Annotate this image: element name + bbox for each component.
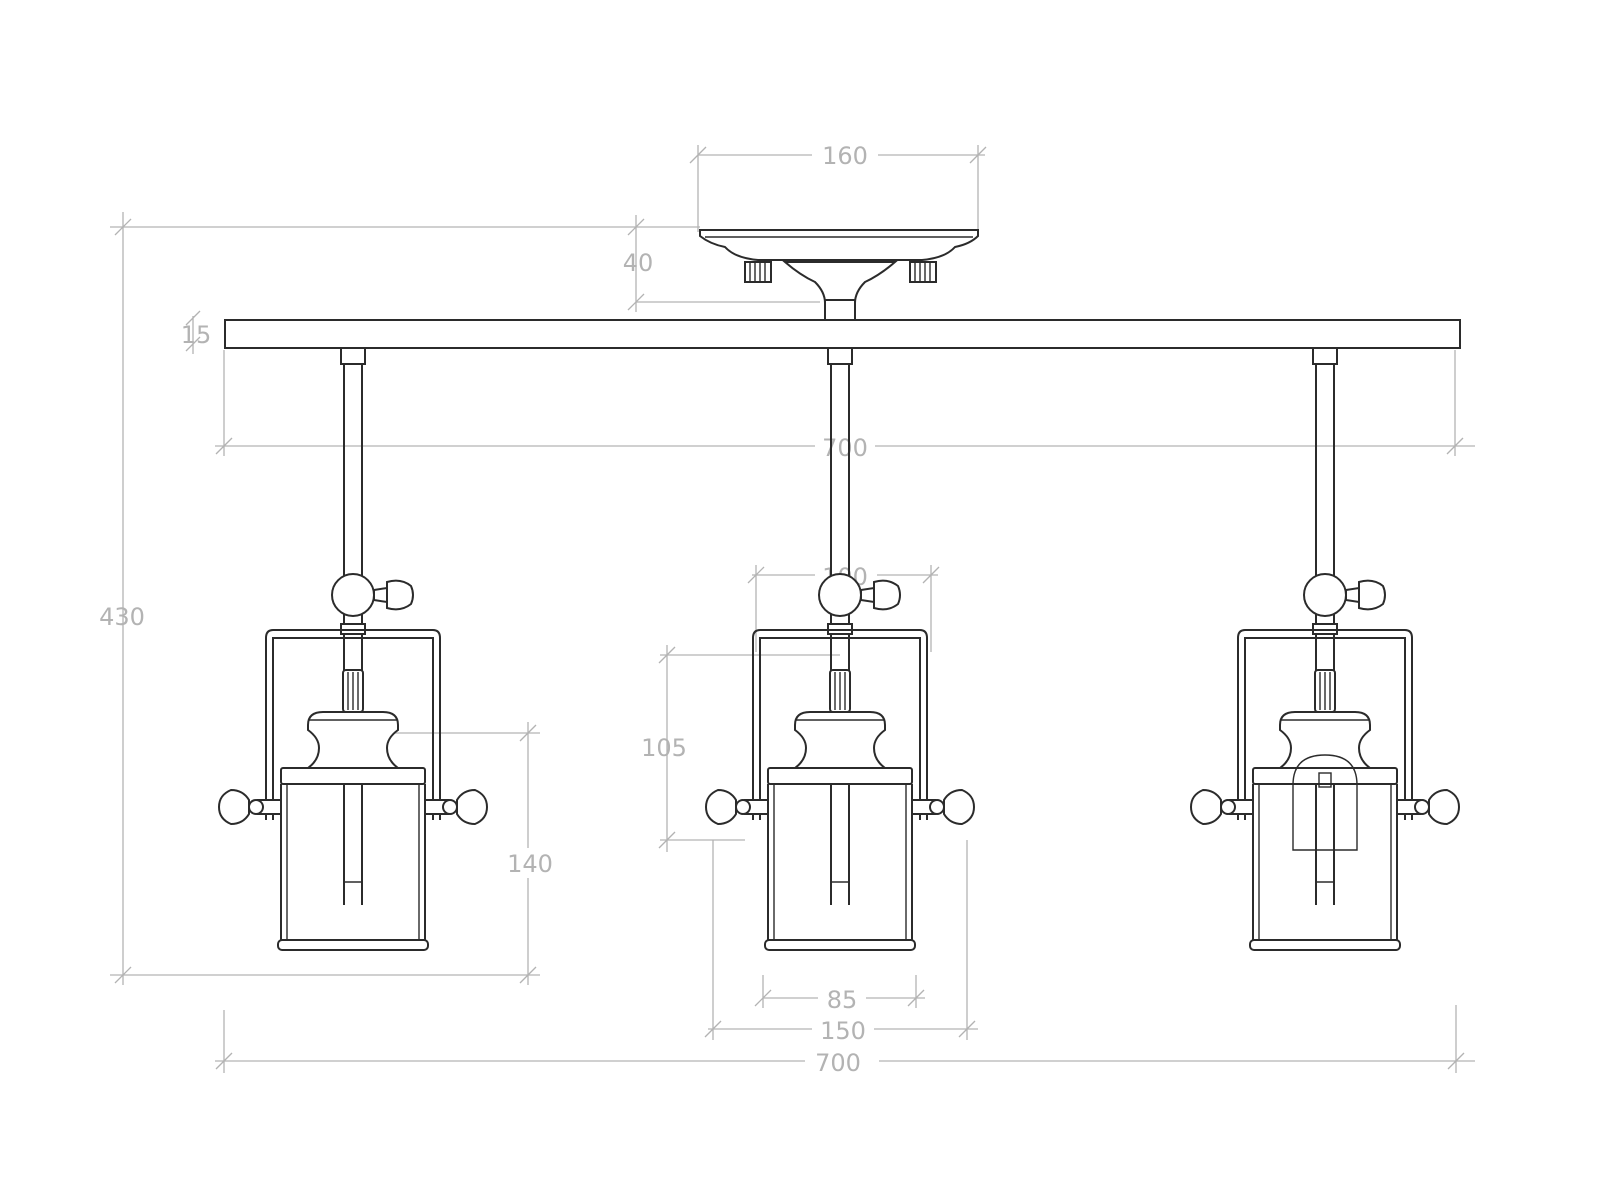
dimension-lines (110, 145, 1475, 1073)
dim-total-height: 430 (99, 603, 145, 631)
ceiling-canopy (699, 229, 979, 321)
bulb-contact (1318, 772, 1332, 788)
dim-bar-thickness: 15 (181, 321, 212, 349)
dim-canopy-width: 160 (822, 142, 868, 170)
lamp-head-left (218, 347, 488, 951)
dim-head-height: 105 (641, 734, 687, 762)
dim-shade-height: 140 (507, 850, 553, 878)
track-bar (224, 319, 1461, 349)
dim-head-overall-width: 150 (820, 1017, 866, 1045)
dim-bar-length-bottom: 700 (815, 1049, 861, 1077)
dim-shade-bottom-width: 85 (827, 986, 858, 1014)
lamp-head-right (1190, 347, 1460, 951)
dim-bar-length-top: 700 (822, 434, 868, 462)
bulb-outline (1292, 754, 1358, 851)
dimension-labels: 160 40 15 700 430 100 105 140 85 150 700 (99, 138, 879, 1077)
dim-canopy-height: 40 (623, 249, 654, 277)
